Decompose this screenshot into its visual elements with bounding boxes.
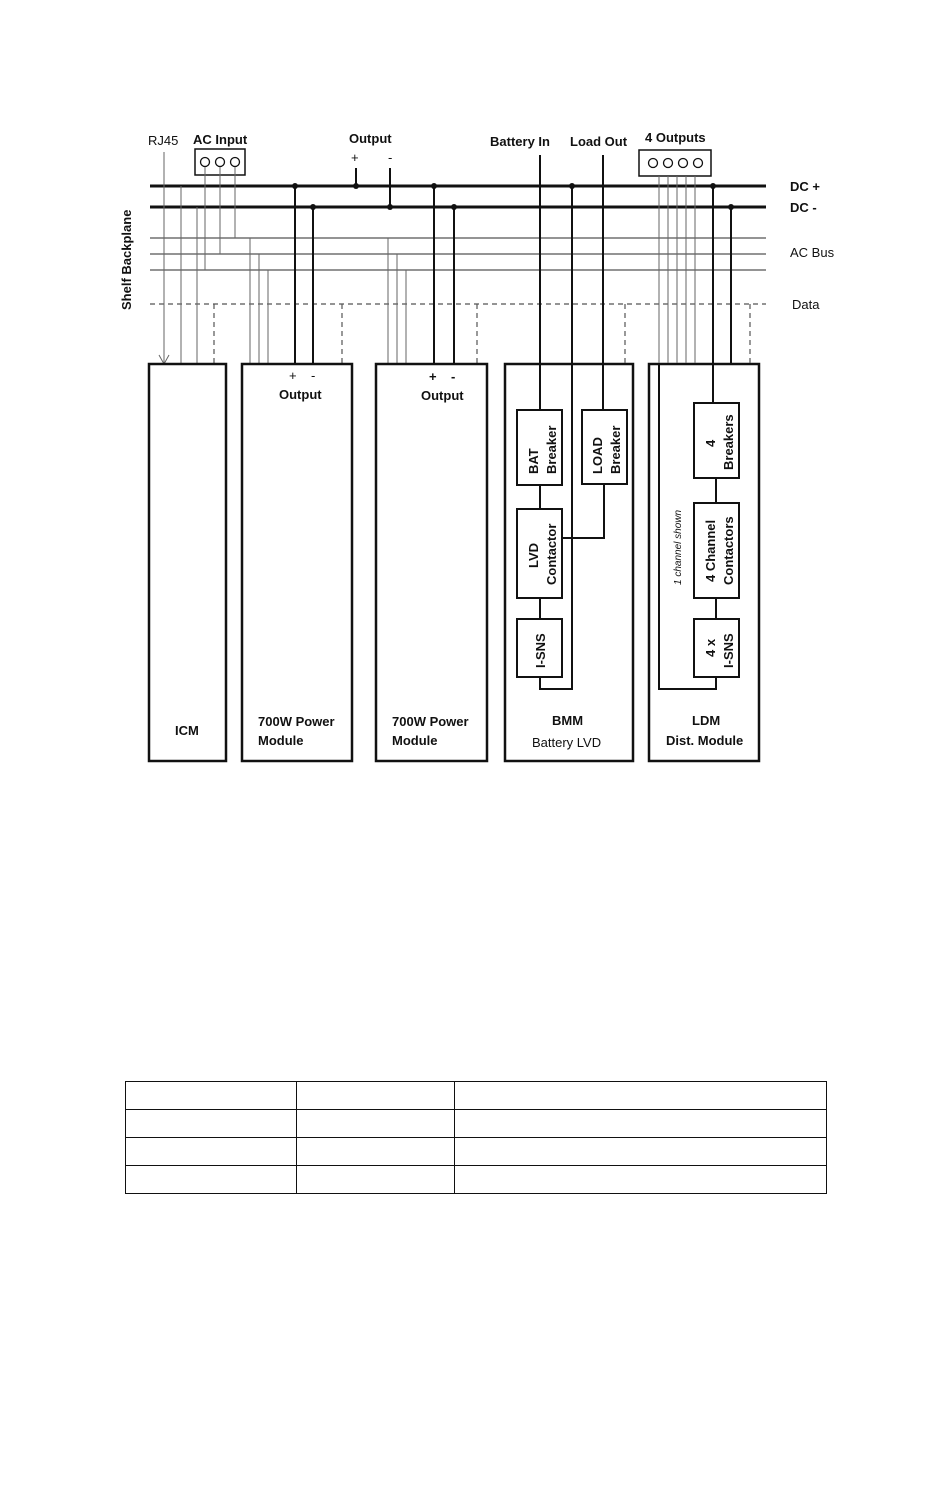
table-cell	[295, 1137, 455, 1166]
table-cell	[125, 1165, 297, 1194]
load-breaker-label-1: LOAD	[590, 437, 605, 474]
ldm-label-line2: Dist. Module	[666, 733, 743, 748]
lvd-contactor-box	[516, 508, 563, 599]
pm2-wiring	[387, 183, 478, 365]
ldm-isns-label-2: I-SNS	[721, 633, 736, 668]
dc-plus-label: DC +	[790, 179, 820, 194]
pm1-wiring	[249, 183, 343, 365]
icm-wiring	[158, 152, 236, 366]
bat-breaker-box	[516, 409, 563, 486]
rj45-label: RJ45	[148, 133, 178, 148]
top-output-wiring	[353, 168, 393, 210]
pm1-label-line1: 700W Power	[258, 714, 335, 729]
output-pin-icon	[677, 157, 689, 169]
table-cell	[125, 1137, 297, 1166]
bat-breaker-label-1: BAT	[526, 448, 541, 474]
bat-breaker-label-2: Breaker	[544, 426, 559, 474]
ac-pin-icon	[199, 156, 211, 168]
data-label: Data	[792, 297, 820, 312]
channel-note: 1 channel shown	[673, 510, 684, 585]
load-breaker-label-2: Breaker	[608, 426, 623, 474]
output-label-top: Output	[349, 131, 392, 146]
ldm-contactors-label-1: 4 Channel	[703, 520, 718, 582]
dc-minus-label: DC -	[790, 200, 817, 215]
table-cell	[453, 1109, 828, 1138]
ac-pin-icon	[214, 156, 226, 168]
table-cell	[295, 1081, 455, 1110]
power-module-1	[240, 362, 354, 763]
table-cell	[295, 1109, 455, 1138]
battery-in-label: Battery In	[490, 134, 550, 149]
ac-pin-icon	[229, 156, 241, 168]
ldm-breakers-label-2: Breakers	[721, 414, 736, 470]
table-cell	[453, 1081, 828, 1110]
pm2-plus: +	[429, 369, 437, 384]
lvd-label-2: Contactor	[544, 524, 559, 585]
pm1-label-line2: Module	[258, 733, 304, 748]
icm-label: ICM	[175, 723, 199, 738]
bmm-isns-label: I-SNS	[533, 633, 548, 668]
bmm-wiring	[539, 155, 626, 690]
pm1-output-label: Output	[279, 387, 322, 402]
ac-input-label: AC Input	[193, 132, 248, 147]
output-pin-icon	[692, 157, 704, 169]
shelf-backplane-label: Shelf Backplane	[119, 210, 134, 310]
empty-table	[125, 1081, 828, 1194]
four-outputs-label: 4 Outputs	[645, 130, 706, 145]
output-pin-icon	[647, 157, 659, 169]
table-cell	[125, 1109, 297, 1138]
lvd-label-1: LVD	[526, 543, 541, 568]
table-row	[125, 1081, 828, 1110]
bmm-label-line1: BMM	[552, 713, 583, 728]
pm2-minus: -	[451, 369, 455, 384]
pm2-output-label: Output	[421, 388, 464, 403]
table-cell	[295, 1165, 455, 1194]
output-pin-icon	[662, 157, 674, 169]
bmm-isns-box	[516, 618, 563, 678]
output-minus-label: -	[388, 150, 392, 165]
pm1-plus: +	[289, 368, 297, 383]
table-cell	[125, 1081, 297, 1110]
load-breaker-box	[581, 409, 628, 485]
ac-bus-label: AC Bus	[790, 245, 835, 260]
bmm-label-line2: Battery LVD	[532, 735, 601, 750]
pm2-label-line2: Module	[392, 733, 438, 748]
power-module-2	[374, 362, 489, 763]
table-cell	[453, 1137, 828, 1166]
table-row	[125, 1165, 828, 1194]
ldm-isns-label-1: 4 x	[703, 638, 718, 657]
icm-module	[147, 362, 228, 763]
ldm-breakers-box	[693, 402, 740, 479]
ldm-label-line1: LDM	[692, 713, 720, 728]
load-out-label: Load Out	[570, 134, 628, 149]
pm1-minus: -	[311, 368, 315, 383]
table-cell	[453, 1165, 828, 1194]
ldm-breakers-label-1: 4	[703, 439, 718, 447]
ldm-wiring	[658, 176, 751, 690]
output-plus-label: +	[351, 150, 359, 165]
table-row	[125, 1137, 828, 1166]
ldm-contactors-box	[693, 502, 740, 599]
ldm-contactors-label-2: Contactors	[721, 516, 736, 585]
ldm-isns-box	[693, 618, 740, 678]
pm2-label-line1: 700W Power	[392, 714, 469, 729]
table-row	[125, 1109, 828, 1138]
